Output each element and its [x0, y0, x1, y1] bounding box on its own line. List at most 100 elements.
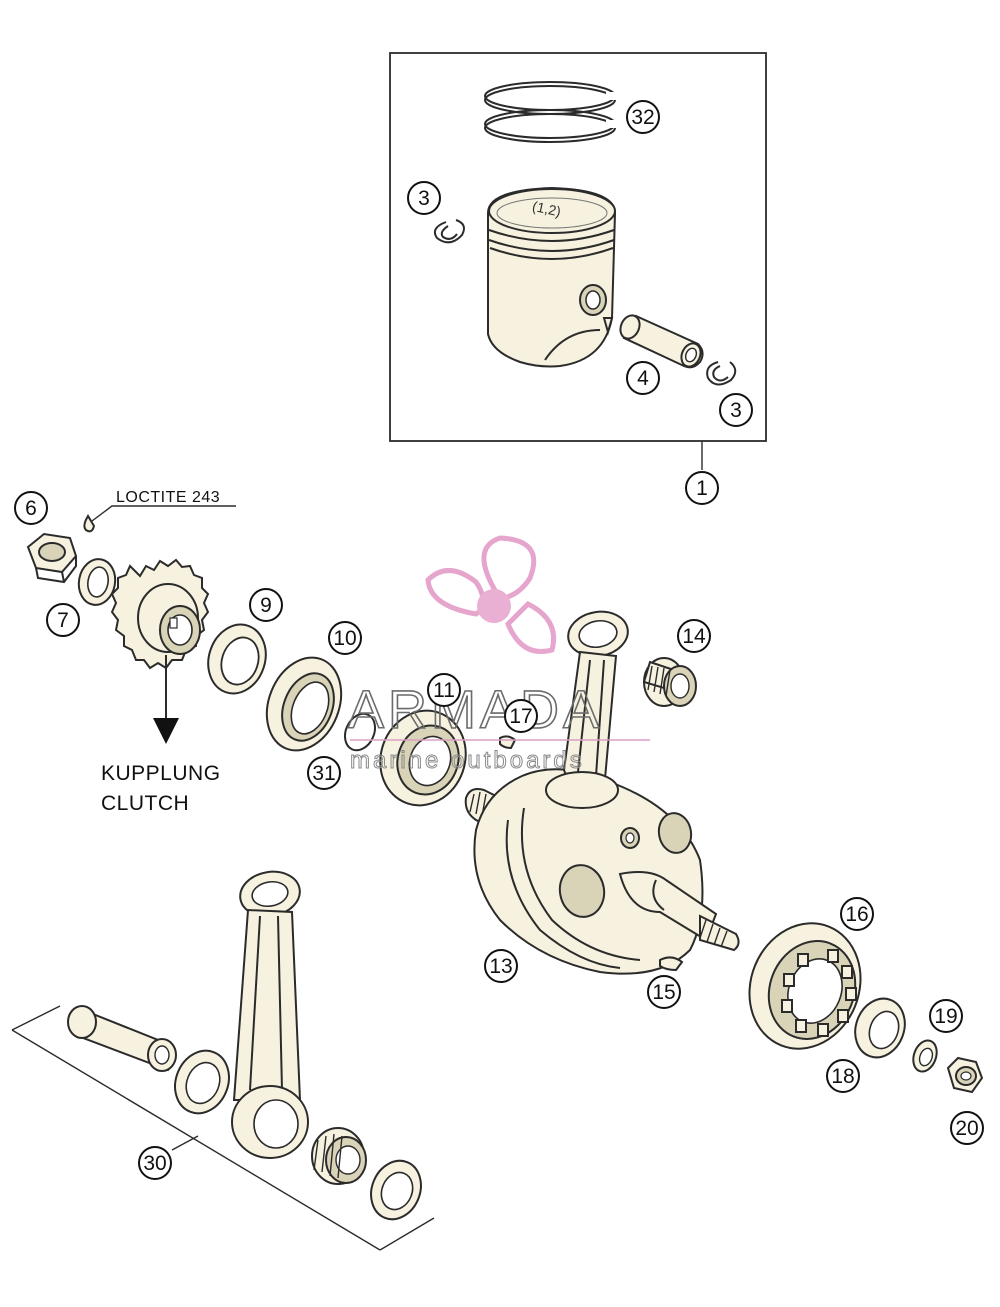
callout-number: 31 [312, 762, 335, 785]
watermark-title: ARMADA [348, 680, 603, 740]
left-gear-group: LOCTITE 243 KUPPLUNG CLUTCH [26, 489, 236, 815]
callout-circle [407, 181, 441, 215]
callout-circle [626, 361, 660, 395]
callout-6: 6 [14, 491, 48, 525]
bearing-11 [379, 709, 467, 807]
callout-circle [626, 100, 660, 134]
callout-circle [46, 603, 80, 637]
callout-17: 17 [504, 699, 538, 733]
callout-circle [929, 999, 963, 1033]
piston-kit-frame [389, 52, 767, 442]
kit-connecting-rod [231, 870, 309, 1159]
crankshaft [464, 768, 740, 975]
needle-bearing-14 [642, 657, 697, 707]
callout-3: 3 [407, 181, 441, 215]
kit-piston-pin [67, 1005, 177, 1072]
seal-18 [854, 997, 906, 1059]
callout-1: 1 [685, 471, 719, 505]
callout-7: 7 [46, 603, 80, 637]
hex-nut-20 [946, 1056, 984, 1094]
hex-nut-left [26, 532, 78, 584]
callout-number: 11 [433, 679, 455, 702]
callout-number: 10 [333, 627, 356, 650]
callout-32: 32 [626, 100, 660, 134]
callout-number: 3 [730, 399, 742, 422]
kupplung-label: KUPPLUNG [101, 762, 221, 785]
callout-circle [950, 1111, 984, 1145]
callout-number: 9 [260, 594, 272, 617]
conrod-kit-leader [171, 1135, 199, 1151]
clutch-arrow-head-icon [153, 718, 179, 744]
main-bearing-16 [748, 922, 862, 1050]
callout-number: 20 [955, 1117, 978, 1140]
callout-circle [647, 975, 681, 1009]
callout-circle [427, 673, 461, 707]
callout-number: 32 [631, 106, 654, 129]
callout-circle [685, 471, 719, 505]
seal-10 [265, 656, 343, 752]
seal-9 [207, 623, 267, 695]
callout-circle [328, 621, 362, 655]
callout-number: 3 [418, 187, 430, 210]
callout-18: 18 [826, 1059, 860, 1093]
callout-3: 3 [719, 393, 753, 427]
callout-number: 4 [637, 367, 649, 390]
callout-number: 16 [845, 903, 868, 926]
callout-circle [719, 393, 753, 427]
piston-kit-group: (1,2) [389, 52, 767, 470]
callout-number: 1 [696, 477, 708, 500]
callout-4: 4 [626, 361, 660, 395]
piston-pin [619, 314, 704, 369]
woodruff-key-15 [659, 956, 684, 972]
callout-30: 30 [138, 1146, 172, 1180]
kit-needle-bearing [311, 1127, 367, 1185]
kit-thrust-washer-right [370, 1159, 422, 1221]
callout-number: 30 [143, 1152, 166, 1175]
callout-circle [14, 491, 48, 525]
loctite-note: LOCTITE 243 [116, 489, 220, 506]
callout-number: 6 [25, 497, 37, 520]
propeller-icon [425, 535, 556, 654]
callout-9: 9 [249, 588, 283, 622]
callout-number: 7 [57, 609, 69, 632]
callout-circle [249, 588, 283, 622]
callout-15: 15 [647, 975, 681, 1009]
piston-rings [484, 81, 616, 143]
circlip-left [433, 219, 465, 244]
callout-circle [826, 1059, 860, 1093]
washer-19 [912, 1039, 938, 1073]
clutch-label: CLUTCH [101, 792, 189, 815]
crank-connecting-rod [545, 610, 629, 809]
conrod-kit-bracket [11, 1005, 435, 1251]
callout-number: 18 [831, 1065, 854, 1088]
callout-19: 19 [929, 999, 963, 1033]
conrod-kit-group [11, 870, 435, 1251]
callout-31: 31 [307, 756, 341, 790]
callout-16: 16 [840, 897, 874, 931]
callout-number: 13 [489, 955, 512, 978]
loctite-leader [91, 505, 236, 522]
callout-circle [307, 756, 341, 790]
callout-number: 17 [509, 705, 532, 728]
callout-circle [677, 619, 711, 653]
piston-marking: (1,2) [531, 198, 562, 220]
callout-13: 13 [484, 949, 518, 983]
o-ring-31 [343, 712, 377, 752]
watermark: ARMADA marine outboards [347, 535, 650, 775]
circlip-right [706, 361, 737, 386]
callout-number: 15 [652, 981, 675, 1004]
callout-circle [484, 949, 518, 983]
callout-circle [138, 1146, 172, 1180]
loctite-drop-icon [83, 514, 96, 533]
callout-number: 14 [682, 625, 706, 648]
piston [487, 186, 617, 368]
callout-20: 20 [950, 1111, 984, 1145]
kit-thrust-washer-left [174, 1049, 230, 1115]
primary-gear [110, 558, 210, 670]
callout-circle [840, 897, 874, 931]
callout-11: 11 [427, 673, 461, 707]
callout-circle [504, 699, 538, 733]
callout-10: 10 [328, 621, 362, 655]
